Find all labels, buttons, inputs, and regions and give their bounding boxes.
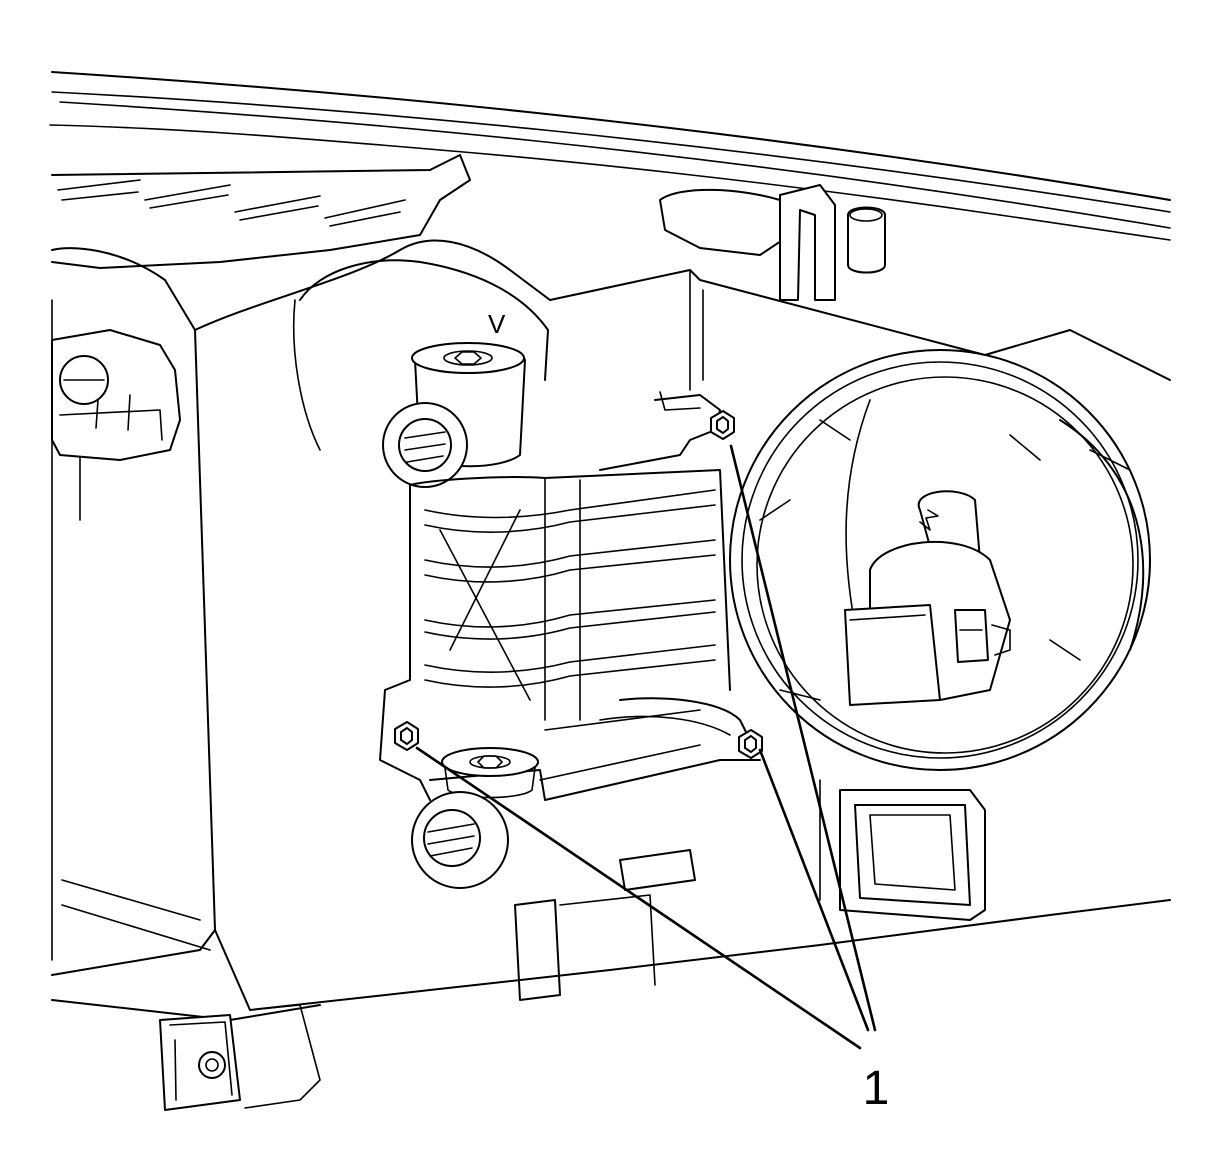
top-connector <box>659 184 886 301</box>
lower-left-bolt <box>394 721 419 751</box>
callout-number-label: 1 <box>863 1062 890 1115</box>
bulb-socket <box>844 490 1011 706</box>
callout-leader-lines <box>415 444 877 1050</box>
leader-line-upper-right <box>729 444 877 1032</box>
upper-ribbed-panel <box>51 154 471 269</box>
headlamp-bracket <box>379 391 761 801</box>
left-adjuster <box>51 329 181 461</box>
leader-line-lower-right <box>758 748 870 1032</box>
aim-mark-label: V <box>488 309 506 339</box>
housing-top-edge <box>49 71 1171 241</box>
bottom-clip <box>159 1004 321 1111</box>
upper-right-bolt <box>710 410 735 440</box>
lower-aim-adjuster <box>411 747 539 889</box>
lower-housing-blocks <box>514 779 986 1001</box>
lower-right-bolt <box>738 729 763 759</box>
upper-aim-adjuster: V <box>292 259 549 488</box>
leader-line-lower-left <box>415 746 862 1050</box>
